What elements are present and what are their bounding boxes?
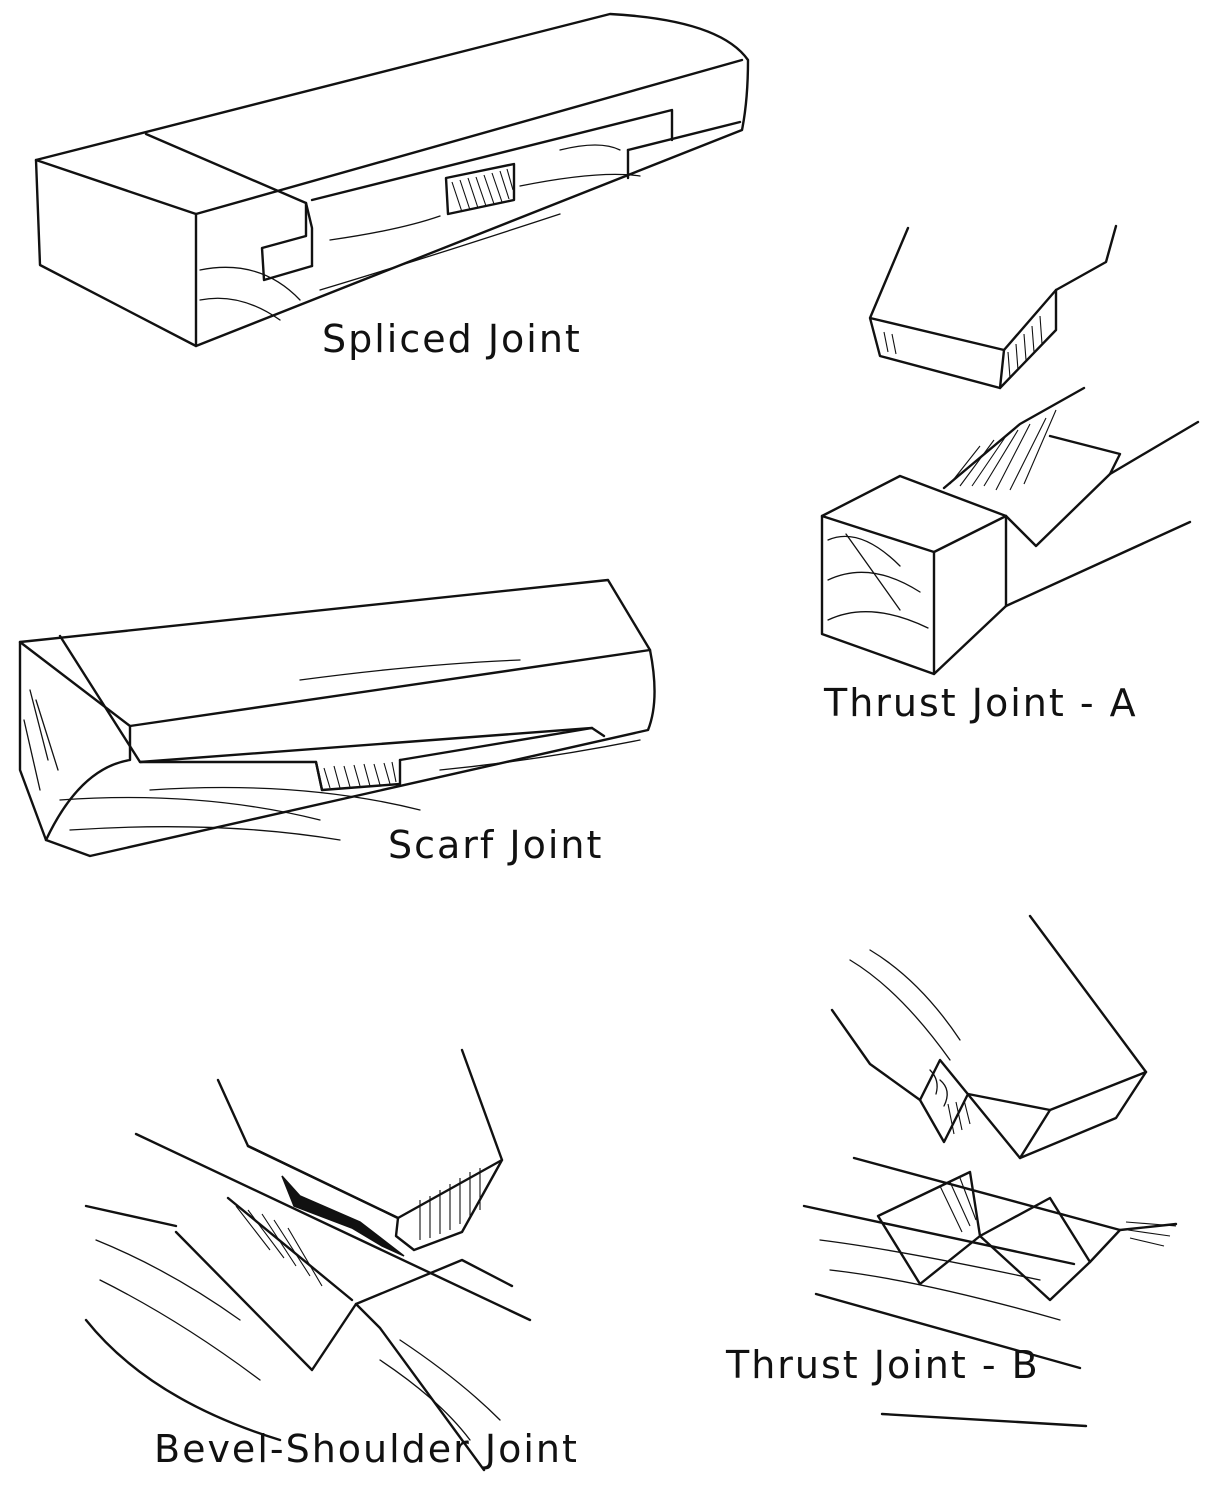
bevel-post-shading	[419, 1168, 481, 1240]
thrust-joint-b-lower-piece	[802, 1156, 1178, 1370]
thrust-a-end-grain	[827, 533, 929, 629]
thrust-joint-b-upper-piece	[830, 914, 1148, 1160]
thrust-b-lower-grain	[819, 1239, 1061, 1321]
bevel-shoulder-joint-base	[84, 1132, 532, 1472]
thrust-a-upper-shading	[883, 315, 1043, 379]
spliced-grain-lines	[199, 144, 641, 321]
bevel-base-shading	[235, 1205, 323, 1287]
scarf-joint-label: Scarf Joint	[388, 823, 603, 867]
scarf-end-grain-hatch	[323, 761, 397, 789]
thrust-joint-a-upper-piece	[868, 224, 1118, 390]
scarf-grain-lines	[23, 659, 641, 841]
scarf-joint-drawing	[18, 578, 656, 858]
spliced-joint-drawing	[34, 12, 750, 348]
spliced-joint-label: Spliced Joint	[322, 317, 582, 361]
bevel-shoulder-joint-post	[216, 1048, 504, 1257]
thrust-joint-b-label: Thrust Joint - B	[725, 1343, 1040, 1387]
thrust-a-cut-shading	[949, 409, 1057, 491]
thrust-b-cut-shading	[939, 1177, 1177, 1247]
bevel-base-grain	[95, 1239, 501, 1441]
thrust-b-grain-lines	[849, 949, 961, 1107]
bevel-shoulder-shadow	[281, 1175, 405, 1257]
thrust-joint-a-label: Thrust Joint - A	[823, 681, 1138, 725]
spliced-end-grain-hatch	[451, 168, 514, 213]
thrust-joint-b-underline	[880, 1412, 1088, 1428]
thrust-b-notch-shading	[947, 1099, 971, 1135]
bevel-shoulder-joint-label: Bevel-Shoulder Joint	[154, 1427, 579, 1471]
thrust-joint-a-lower-piece	[820, 386, 1200, 676]
